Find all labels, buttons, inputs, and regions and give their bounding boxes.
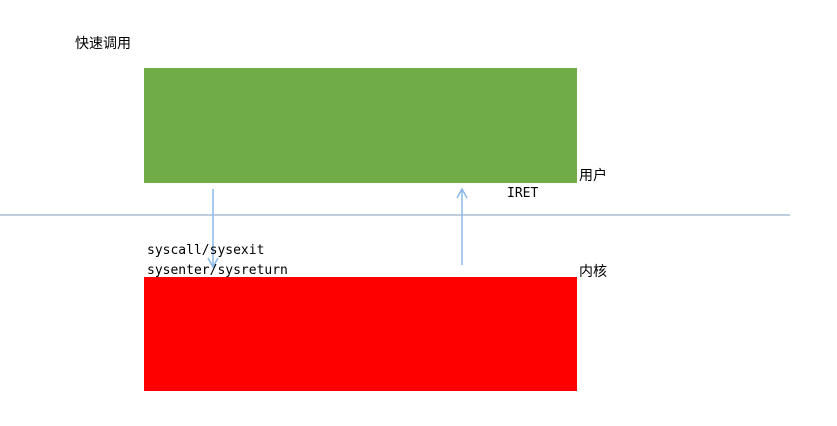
diagram-title: 快速调用	[75, 36, 131, 52]
iret-label: IRET	[507, 186, 539, 201]
user-label: 用户	[579, 168, 607, 184]
syscall-label: syscall/sysexit	[147, 243, 265, 258]
kernel-space-block	[144, 277, 577, 391]
user-space-block	[144, 68, 577, 183]
up-arrow	[456, 187, 468, 265]
sysenter-label: sysenter/sysreturn	[147, 263, 288, 278]
kernel-label: 内核	[579, 264, 607, 280]
down-arrow	[207, 189, 219, 269]
